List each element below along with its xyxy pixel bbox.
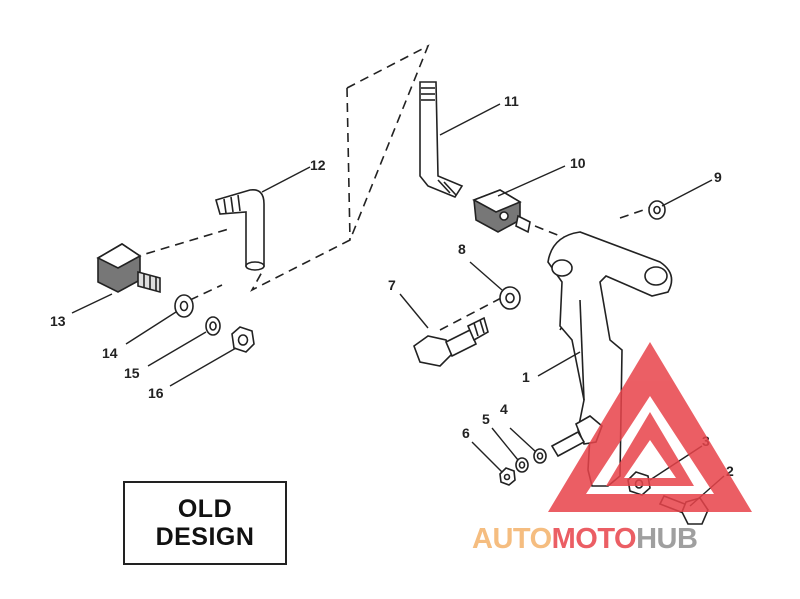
part-4-stud (550, 430, 586, 458)
part-6-nut (499, 467, 516, 486)
watermark-triangle-icon (548, 342, 752, 512)
callout-6: 6 (462, 425, 470, 441)
callout-14: 14 (102, 345, 118, 361)
callout-11: 11 (504, 93, 519, 109)
watermark-text-hub: HUB (636, 523, 697, 555)
callout-16: 16 (148, 385, 164, 401)
part-13-block-screw (96, 243, 161, 294)
callout-10: 10 (570, 155, 586, 171)
part-7-shoulder-bolt (413, 316, 489, 367)
callout-15: 15 (124, 365, 140, 381)
callout-8: 8 (458, 241, 466, 257)
callout-7: 7 (388, 277, 396, 293)
svg-text:AUTOMOTOHUB: AUTOMOTOHUB (472, 523, 697, 555)
callout-1: 1 (522, 369, 530, 385)
part-12-elbow-pin (215, 188, 265, 271)
callout-numbers: 1 2 3 4 5 6 7 8 9 10 11 12 13 14 15 16 (50, 93, 734, 479)
part-15-lock-washer (205, 316, 221, 336)
callout-12: 12 (310, 157, 326, 173)
callout-5: 5 (482, 411, 490, 427)
old-design-line-2: DESIGN (155, 523, 255, 551)
part-9-washer (648, 200, 666, 220)
watermark-inner-triangle-icon (606, 412, 694, 486)
old-design-note: OLD DESIGN (123, 481, 287, 565)
callout-4: 4 (500, 401, 508, 417)
part-10-block-stud (472, 189, 531, 234)
watermark-logo: AUTOMOTOHUB (472, 342, 752, 555)
part-14-washer (174, 294, 194, 318)
part-4-washer (533, 448, 547, 464)
leader-lines (71, 103, 725, 507)
part-16-nut (231, 326, 255, 353)
part-11-l-rod (419, 81, 464, 198)
part-5-washer (515, 457, 529, 473)
watermark-text-moto: MOTO (552, 523, 636, 555)
callout-2: 2 (726, 463, 734, 479)
old-design-line-1: OLD (177, 495, 233, 523)
callout-9: 9 (714, 169, 722, 185)
watermark-text-auto: AUTO (472, 523, 552, 555)
part-8-washer (499, 286, 521, 310)
callout-13: 13 (50, 313, 66, 329)
